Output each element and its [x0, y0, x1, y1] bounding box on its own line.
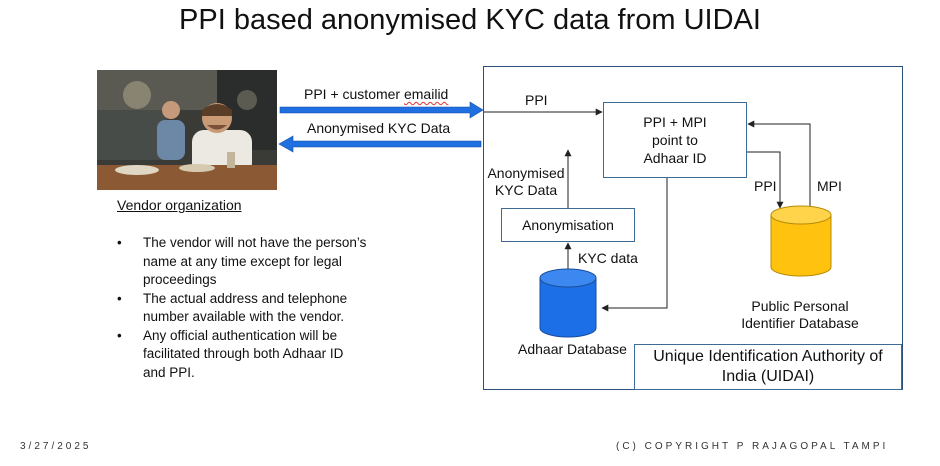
mapping-to-adhaar-arrow	[601, 178, 668, 312]
ppi-down-label: PPI	[754, 178, 777, 194]
anon-kyc-label: Anonymised KYC Data	[487, 165, 565, 198]
bullet-item: Any official authentication will be faci…	[117, 327, 367, 383]
response-label: Anonymised KYC Data	[307, 120, 451, 136]
uidai-label-box: Unique Identification Authority of India…	[634, 344, 902, 390]
page-title: PPI based anonymised KYC data from UIDAI	[179, 4, 761, 36]
mpi-up-arrow	[747, 120, 811, 208]
ppid-database-label: Public Personal Identifier Database	[741, 298, 859, 331]
ppid-database-icon	[770, 205, 832, 277]
bullet-item: The vendor will not have the person’s na…	[117, 234, 367, 290]
ppi-down-arrow	[747, 151, 784, 209]
ppi-in-label: PPI	[525, 92, 548, 108]
vendor-bullet-list: The vendor will not have the person’s na…	[117, 234, 367, 382]
request-arrow	[279, 101, 484, 119]
vendor-organization-label: Vendor organization	[117, 197, 242, 213]
adhaar-database-icon	[539, 268, 597, 338]
kyc-data-label: KYC data	[578, 250, 638, 266]
adhaar-database-label: Adhaar Database	[518, 341, 627, 357]
mpi-up-label: MPI	[817, 178, 842, 194]
bullet-item: The actual address and telephone number …	[117, 290, 367, 327]
footer-date: 3/27/2025	[20, 441, 92, 452]
footer-copyright: (C) COPYRIGHT P RAJAGOPAL TAMPI	[616, 441, 889, 452]
ppi-mpi-mapping-box: PPI + MPI point to Adhaar ID	[603, 102, 747, 178]
vendor-photo	[97, 70, 277, 190]
response-arrow	[278, 135, 482, 153]
anonymisation-box: Anonymisation	[501, 208, 635, 242]
request-label: PPI + customer emailid	[304, 86, 449, 102]
